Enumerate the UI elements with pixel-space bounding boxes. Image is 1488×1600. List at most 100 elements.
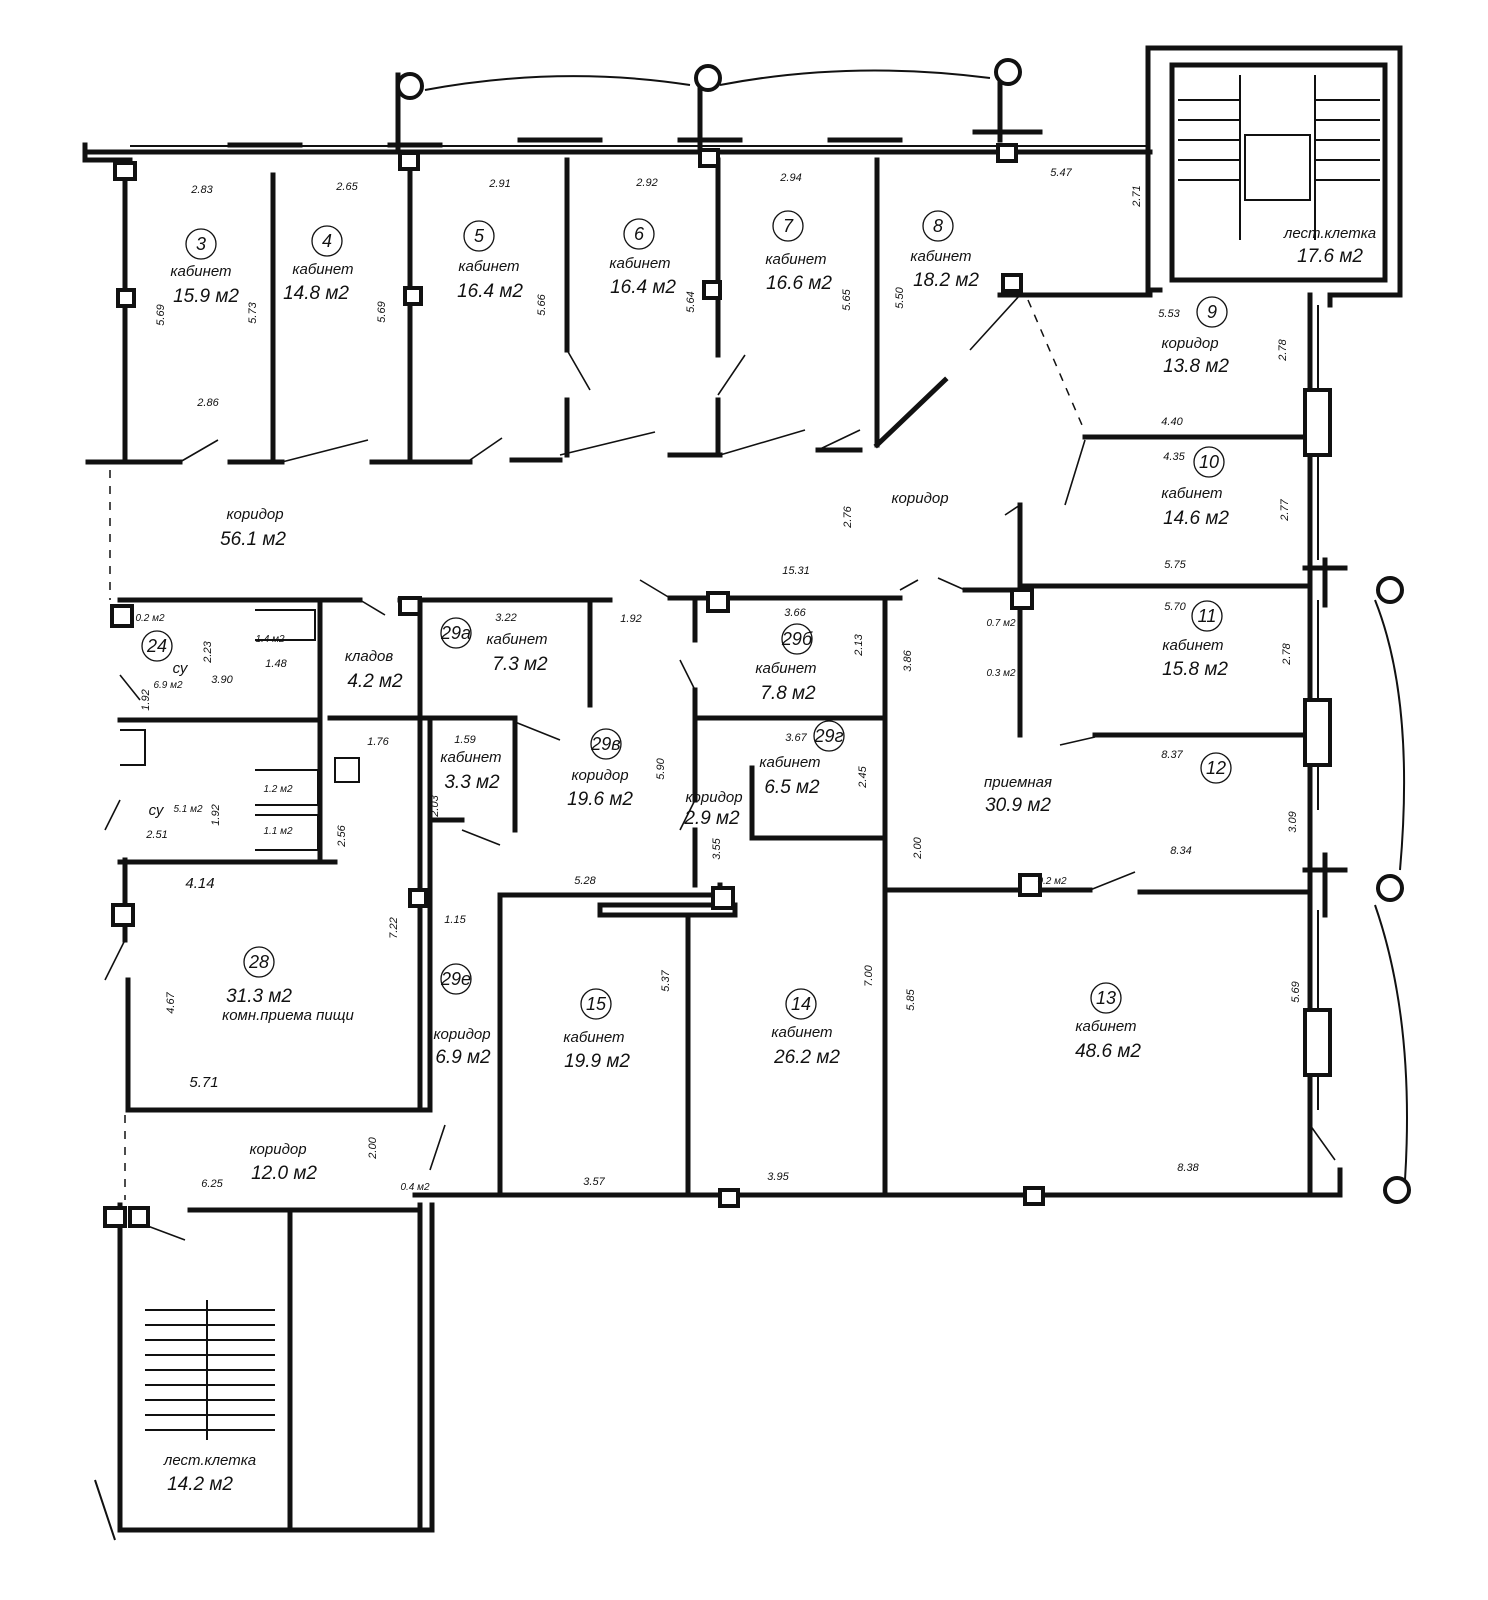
room-name: комн.приема пищи: [222, 1007, 354, 1024]
room-number: 4: [322, 231, 332, 251]
room-number-circle: [311, 225, 343, 257]
dimension-label: 3.67: [785, 732, 807, 744]
dimension-label: 5.73: [247, 301, 259, 323]
room-number: 9: [1207, 302, 1217, 322]
room-name: коридор: [226, 506, 283, 523]
room-number-circle: [1200, 752, 1232, 784]
room-number-circle: [463, 220, 495, 252]
dimension-label: 3.95: [767, 1171, 789, 1183]
small-area-label: 0.4 м2: [400, 1182, 430, 1193]
room-name: кабинет: [759, 754, 820, 771]
room-area: 3.3 м2: [444, 772, 500, 793]
dimension-label: 3.90: [211, 674, 233, 686]
dimension-label: 5.37: [660, 969, 672, 991]
dimension-label: 2.92: [635, 177, 657, 189]
room-area: 15.9 м2: [173, 286, 239, 307]
room-area: 2.9 м2: [683, 808, 740, 829]
dimension-label: 2.03: [429, 794, 441, 817]
room-area: 13.8 м2: [1163, 356, 1229, 377]
room-area: 6.9 м2: [153, 680, 183, 691]
dimension-label: 5.71: [189, 1074, 218, 1091]
small-area-label: 1.4 м2: [255, 634, 285, 645]
room-number-circle: [243, 946, 275, 978]
room-number-circle: [440, 963, 472, 995]
room-area: 17.6 м2: [1297, 246, 1363, 267]
room-area: 16.4 м2: [457, 281, 523, 302]
dimension-label: 1.76: [367, 736, 389, 748]
room-number-circle: [1193, 446, 1225, 478]
room-name: коридор: [891, 490, 948, 507]
room-number: 15: [586, 994, 607, 1014]
room-number-circle: [922, 210, 954, 242]
dimension-label: 2.71: [1131, 185, 1143, 207]
walls: [82, 45, 1411, 1541]
dimension-label: 5.69: [155, 304, 167, 325]
room-number-circle: [772, 210, 804, 242]
dimension-label: 3.57: [583, 1176, 605, 1188]
dimension-label: 5.69: [1290, 981, 1302, 1002]
small-area-label: 1.1 м2: [263, 826, 293, 837]
dimension-label: 5.90: [655, 757, 667, 779]
room-area: 5.1 м2: [173, 804, 203, 815]
dimension-label: 1.59: [454, 734, 475, 746]
room-area: 48.6 м2: [1075, 1041, 1141, 1062]
room-number: 29г: [814, 726, 844, 746]
dimension-label: 2.83: [190, 184, 213, 196]
dimension-label: 4.67: [165, 991, 177, 1013]
room-number: 24: [146, 636, 167, 656]
dimension-label: 7.22: [388, 917, 400, 938]
dimension-label: 8.34: [1170, 845, 1191, 857]
room-area: 19.6 м2: [567, 789, 633, 810]
room-name: су: [173, 660, 189, 677]
room-area: 14.8 м2: [283, 283, 349, 304]
room-name: коридор: [685, 789, 742, 806]
room-name: коридор: [1161, 335, 1218, 352]
room-number: 10: [1199, 452, 1219, 472]
room-name: кабинет: [440, 749, 501, 766]
dimension-label: 4.40: [1161, 416, 1183, 428]
room-number: 28: [248, 952, 269, 972]
small-area-label: 0.2 м2: [1037, 876, 1067, 887]
room-name: приемная: [984, 774, 1052, 791]
room-number: 5: [474, 226, 485, 246]
small-area-label: 1.2 м2: [263, 784, 293, 795]
dimension-label: 2.76: [842, 505, 854, 528]
room-number-circle: [623, 218, 655, 250]
room-name: кабинет: [170, 263, 231, 280]
dimension-label: 5.66: [536, 293, 548, 315]
room-number: 3: [196, 234, 206, 254]
room-number-circle: [185, 228, 217, 260]
room-name: коридор: [571, 767, 628, 784]
room-area: 16.6 м2: [766, 273, 832, 294]
dimension-label: 5.50: [894, 286, 906, 308]
dimension-label: 3.09: [1287, 811, 1299, 832]
dimension-label: 8.37: [1161, 749, 1183, 761]
dimension-label: 1.48: [265, 658, 287, 670]
dimension-label: 3.55: [711, 837, 723, 859]
dimension-label: 5.85: [905, 988, 917, 1010]
room-area: 14.6 м2: [1163, 508, 1229, 529]
room-area: 56.1 м2: [220, 529, 286, 550]
room-number-circle: [813, 720, 845, 752]
room-number: 7: [783, 216, 794, 236]
room-name: кабинет: [1075, 1018, 1136, 1035]
room-number: 14: [791, 994, 811, 1014]
dimension-label: 1.92: [140, 689, 152, 710]
room-name: кладов: [345, 648, 394, 665]
room-area: 12.0 м2: [251, 1163, 317, 1184]
room-name: кабинет: [563, 1029, 624, 1046]
room-area: 6.9 м2: [435, 1047, 491, 1068]
room-area: 16.4 м2: [610, 277, 676, 298]
room-number: 12: [1206, 758, 1226, 778]
dimension-label: 5.75: [1164, 559, 1186, 571]
dimension-label: 2.86: [196, 397, 219, 409]
small-area-label: 0.7 м2: [986, 618, 1016, 629]
room-number: 29в: [590, 734, 620, 754]
dimension-label: 5.47: [1050, 167, 1072, 179]
room-area: 6.5 м2: [764, 777, 820, 798]
dimension-label: 1.92: [210, 804, 222, 825]
room-name: кабинет: [910, 248, 971, 265]
room-number: 29б: [781, 629, 813, 649]
room-area: 4.2 м2: [347, 671, 403, 692]
dimension-label: 2.45: [857, 765, 869, 788]
